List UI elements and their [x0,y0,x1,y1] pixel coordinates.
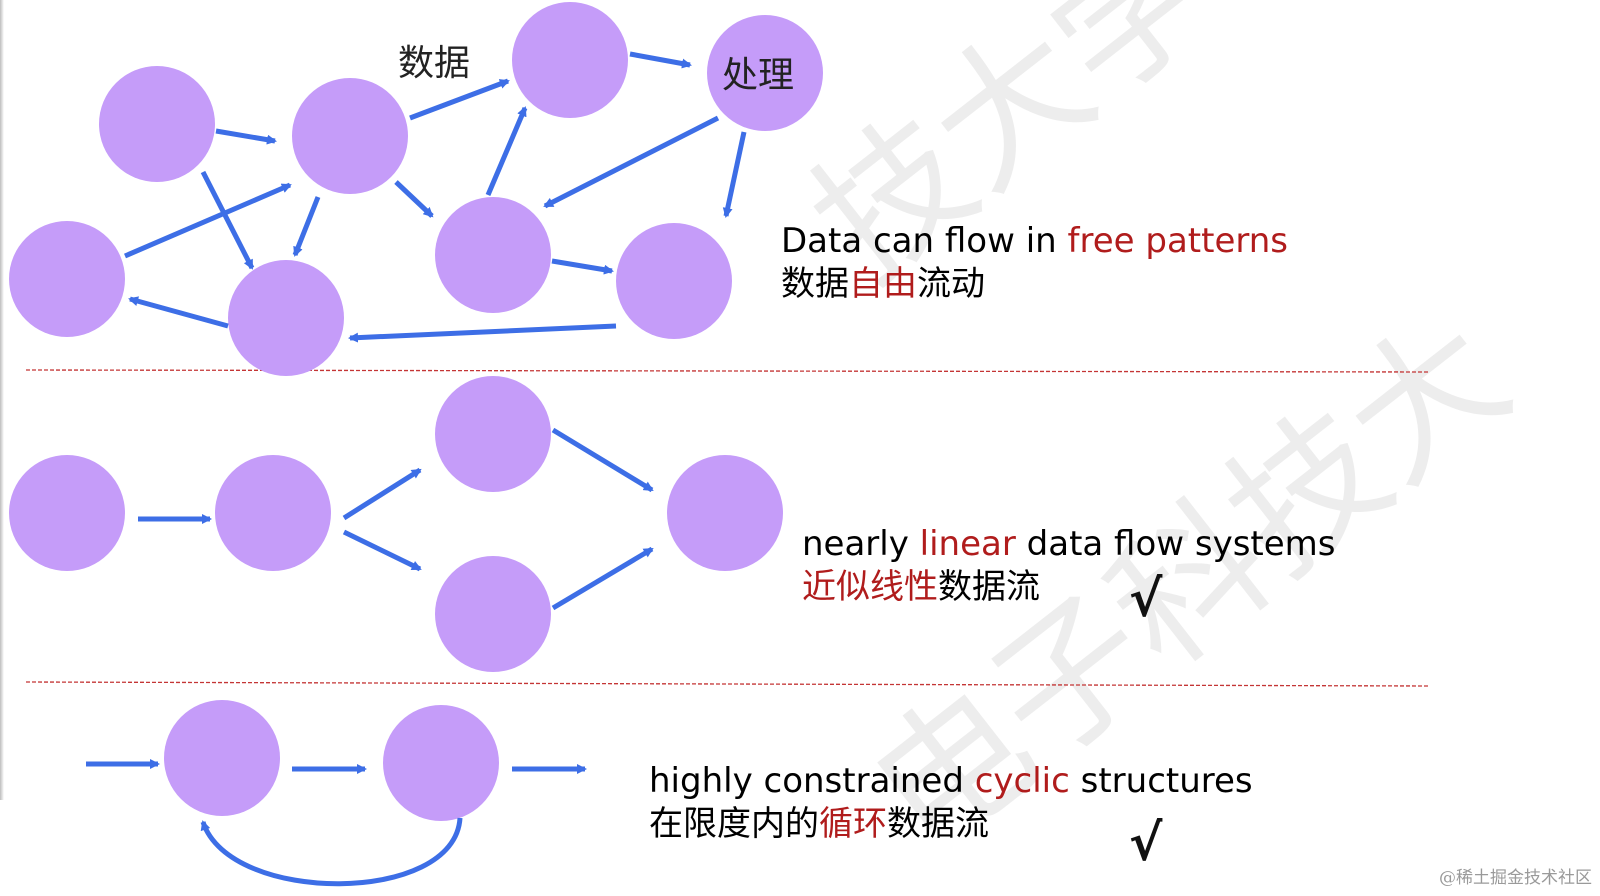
cyclic-node-1 [164,700,280,816]
checkmark-linear: √ [1129,570,1163,628]
caption-cyclic-zh: 在限度内的循环数据流 [649,803,989,844]
arrow-n6-n7 [348,323,617,343]
free-node-2 [292,78,408,194]
linear-node-4 [435,556,551,672]
divider-bottom [25,681,1429,687]
arrow-n2-n7 [292,196,321,257]
label-process: 处理 [722,55,794,96]
caption-free-patterns: Data can flow in free patterns 数据自由流动 [781,220,1288,305]
arrow-process-n5 [543,115,720,209]
arrow-process-n6 [722,131,747,218]
free-node-4 [9,221,125,337]
arrow-n7-n4 [128,296,229,329]
arrow-n1-n7 [200,170,255,270]
caption-cyclic-en: highly constrained cyclic structures [649,761,1253,801]
free-node-3 [512,2,628,118]
free-node-1 [99,66,215,182]
linear-flow-diagram [9,376,783,672]
free-node-6 [616,223,732,339]
arrow-l4-l5 [551,546,654,611]
checkmark-cyclic: √ [1129,814,1163,872]
arrow-n2-n5 [394,180,434,218]
arrow-n2-n3 [409,78,510,121]
footer-credit: @稀土掘金技术社区 [1439,868,1592,888]
arrow-n4-n2 [124,182,292,259]
arrow-n5-n6 [551,258,614,275]
linear-node-1 [9,455,125,571]
arrow-n5-n3 [485,106,528,196]
free-flow-diagram: 数据 处理 [9,2,823,376]
caption-free-zh: 数据自由流动 [781,263,985,304]
caption-cyclic: highly constrained cyclic structures 在限度… [649,760,1253,845]
caption-free-en: Data can flow in free patterns [781,221,1289,261]
cyclic-flow-diagram [86,700,587,887]
left-edge-shadow [0,0,4,800]
linear-node-3 [435,376,551,492]
linear-node-2 [215,455,331,571]
caption-linear-zh: 近似线性数据流 [802,566,1040,607]
free-node-7 [228,260,344,376]
label-data: 数据 [398,43,470,84]
free-node-process [707,15,823,131]
linear-node-5 [667,455,783,571]
arrow-l2-l3 [342,467,422,521]
caption-linear-en: nearly linear data flow systems [802,524,1336,564]
arrow-l2-l4 [342,529,422,572]
divider-top [25,369,1429,373]
cyclic-node-2 [383,705,499,821]
arrow-l3-l5 [551,427,654,493]
arrow-n1-n2 [215,128,277,145]
arrow-c-loop [200,817,463,887]
free-node-5 [435,197,551,313]
caption-linear: nearly linear data flow systems 近似线性数据流 [802,523,1336,608]
arrow-n3-process [629,51,692,69]
